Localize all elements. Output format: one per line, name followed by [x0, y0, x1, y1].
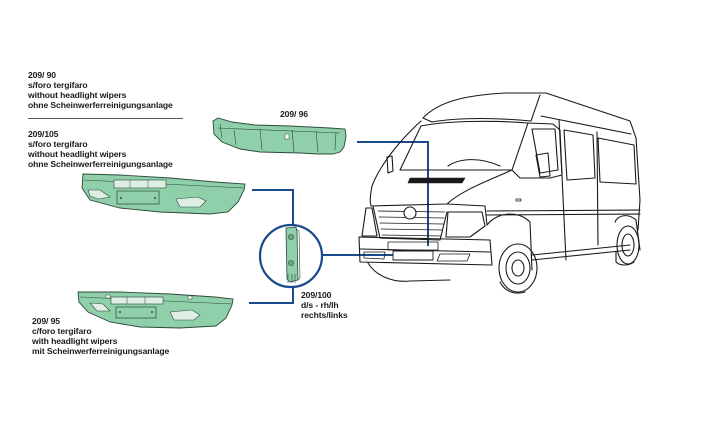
part-label-209-90: 209/ 90 s/foro tergifaro without headlig… — [28, 70, 173, 110]
part-desc-en: with headlight wipers — [32, 336, 118, 346]
part-209-96-crossmember — [212, 117, 347, 155]
van-mirror-right — [535, 152, 551, 178]
van-foglight-right — [436, 253, 471, 262]
part-code: 209/105 — [28, 129, 59, 139]
van-roof — [422, 92, 637, 139]
part-desc-de: rechts/links — [301, 310, 348, 320]
part-209-100-bracket — [258, 223, 324, 289]
part-code: 209/100 — [301, 290, 332, 300]
part-desc-en: without headlight wipers — [28, 90, 127, 100]
part-desc-it: s/foro tergifaro — [28, 139, 88, 149]
part-desc-de: ohne Scheinwerferreinigungsanlage — [28, 159, 173, 169]
van-headlight-left — [361, 207, 378, 237]
van-bumper-grille — [387, 241, 439, 251]
van-foglight-left — [363, 251, 386, 260]
part-code: 209/ 95 — [32, 316, 60, 326]
van-rear-wheel — [616, 225, 640, 265]
van-side-window-3 — [597, 137, 637, 185]
connector-209-96 — [357, 141, 429, 246]
van-side-window-2 — [563, 129, 596, 181]
connector-209-95 — [249, 287, 294, 304]
van-headlight-right — [445, 211, 486, 238]
van-front-wheel — [498, 243, 538, 293]
part-desc-en: without headlight wipers — [28, 149, 127, 159]
part-desc-de: mit Scheinwerferreinigungsanlage — [32, 346, 170, 356]
van-side-window-front — [531, 128, 559, 174]
part-label-209-105: 209/105 s/foro tergifaro without headlig… — [28, 129, 173, 169]
part-desc-de: ohne Scheinwerferreinigungsanlage — [28, 100, 173, 110]
part-desc-en: d/s - rh/lh — [301, 300, 339, 310]
part-209-105-bumper — [81, 173, 246, 215]
van-emblem — [403, 206, 417, 220]
part-code: 209/ 96 — [280, 109, 308, 119]
van-windshield — [399, 120, 529, 171]
van-plate — [392, 250, 434, 261]
van-bumper — [358, 236, 493, 266]
part-label-209-96: 209/ 96 — [280, 109, 308, 119]
part-209-95-bumper — [77, 291, 234, 329]
part-label-209-100: 209/100 d/s - rh/lh rechts/links — [301, 290, 348, 320]
van-mirror-left — [386, 155, 394, 174]
part-desc-it: c/foro tergifaro — [32, 326, 92, 336]
label-divider — [28, 118, 183, 119]
part-label-209-95: 209/ 95 c/foro tergifaro with headlight … — [32, 316, 169, 356]
van-door-handle — [515, 198, 522, 202]
part-desc-it: s/foro tergifaro — [28, 80, 88, 90]
van-illustration — [358, 92, 641, 294]
connector-209-105 — [252, 189, 294, 225]
part-code: 209/ 90 — [28, 70, 56, 80]
connector-lines — [249, 141, 429, 304]
van-cowl — [407, 177, 466, 184]
